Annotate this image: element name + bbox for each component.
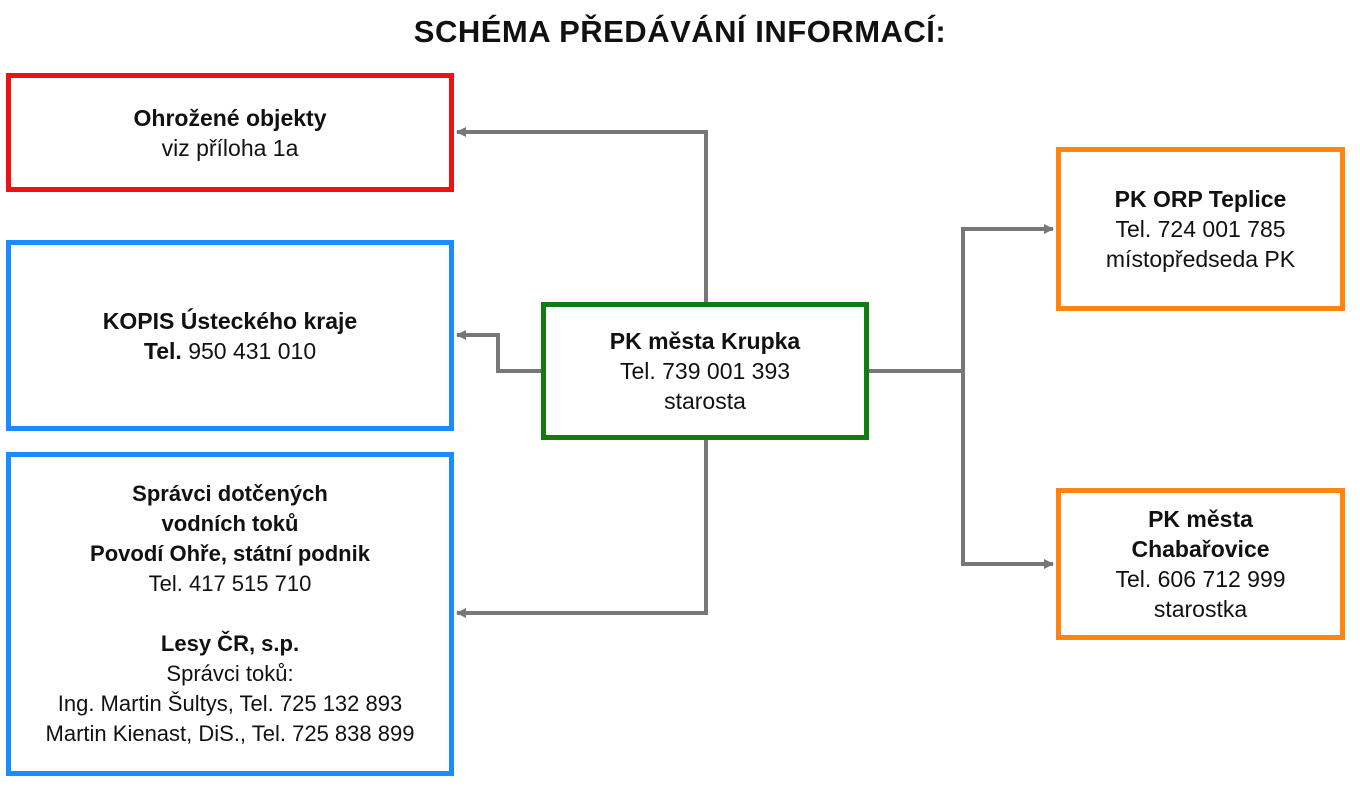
center-role: starosta: [664, 388, 746, 414]
teplice-box: PK ORP Teplice Tel. 724 001 785 místopře…: [1056, 147, 1345, 311]
center-phone: Tel. 739 001 393: [619, 358, 791, 384]
chabarovice-phone: Tel. 606 712 999: [1115, 566, 1286, 592]
kopis-phone-label: Tel.: [143, 337, 182, 364]
teplice-phone: Tel. 724 001 785: [1115, 216, 1286, 242]
kopis-phone-line: Tel. 950 431 010: [144, 336, 316, 366]
arrow-to-water-managers: [456, 440, 708, 618]
chabarovice-box: PK města Chabařovice Tel. 606 712 999 st…: [1056, 488, 1345, 640]
water-heading-line2: vodních toků: [161, 511, 299, 536]
chabarovice-name-line1: PK města: [1148, 506, 1253, 532]
threatened-objects-note: viz příloha 1a: [161, 134, 299, 161]
kopis-phone: 950 431 010: [188, 337, 317, 364]
kopis-box: KOPIS Ústeckého kraje Tel. 950 431 010: [6, 240, 454, 431]
diagram-title: SCHÉMA PŘEDÁVÁNÍ INFORMACÍ:: [413, 14, 947, 49]
lesy-contact-2: Martin Kienast, DiS., Tel. 725 838 899: [45, 721, 415, 746]
chabarovice-role: starostka: [1153, 596, 1248, 622]
lesy-name: Lesy ČR, s.p.: [160, 631, 300, 656]
arrow-to-kopis: [456, 330, 541, 373]
arrow-to-teplice: [961, 224, 1054, 371]
lesy-subtitle: Správci toků:: [166, 661, 294, 686]
povodi-phone: Tel. 417 515 710: [148, 571, 312, 596]
lesy-contact-1: Ing. Martin Šultys, Tel. 725 132 893: [57, 691, 403, 716]
center-name: PK města Krupka: [609, 328, 801, 354]
center-krupka-box: PK města Krupka Tel. 739 001 393 starost…: [541, 302, 869, 440]
arrow-to-chabarovice: [961, 371, 1054, 569]
kopis-title: KOPIS Ústeckého kraje: [102, 307, 358, 334]
teplice-name: PK ORP Teplice: [1114, 186, 1287, 212]
water-heading-line1: Správci dotčených: [132, 481, 328, 506]
arrow-to-threatened: [456, 127, 708, 302]
teplice-role: místopředseda PK: [1105, 246, 1296, 272]
povodi-name: Povodí Ohře, státní podnik: [90, 541, 370, 566]
chabarovice-name-line2: Chabařovice: [1131, 536, 1270, 562]
threatened-objects-title: Ohrožené objekty: [133, 104, 327, 131]
water-managers-box: Správci dotčených vodních toků Povodí Oh…: [6, 452, 454, 776]
threatened-objects-box: Ohrožené objekty viz příloha 1a: [6, 73, 454, 192]
